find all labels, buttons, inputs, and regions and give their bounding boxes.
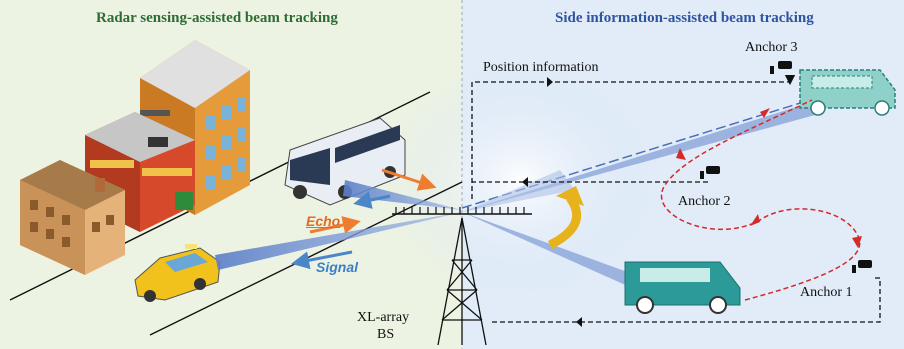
xl-array: [392, 207, 532, 215]
bus: [284, 117, 406, 206]
left-beams: [215, 180, 462, 270]
van-bottom: [624, 261, 741, 314]
left-panel-title: Radar sensing-assisted beam tracking: [96, 10, 338, 26]
van-top: [799, 69, 896, 116]
right-beams: [461, 99, 815, 296]
anchor3-label: Anchor 3: [745, 40, 798, 55]
anchor1-label: Anchor 1: [800, 285, 853, 300]
right-panel-title: Side information-assisted beam tracking: [555, 10, 814, 26]
echo-arrow-taxi: [309, 216, 361, 234]
signal-label: Signal: [316, 259, 359, 275]
trajectory-path: [660, 99, 861, 301]
rotation-arrow: [547, 195, 582, 250]
position-info-label: Position information: [483, 60, 599, 75]
taxi: [134, 244, 221, 302]
building-small: [20, 160, 125, 275]
signal-arrow-taxi: [291, 250, 353, 270]
bs-tower: [437, 217, 487, 346]
echo-label: Echo: [306, 213, 341, 229]
echo-arrow-bus: [381, 168, 437, 191]
camera-icon-anchor3: [770, 61, 792, 74]
bs-label-line2: BS: [377, 327, 395, 342]
position-feedback-lines: [471, 74, 881, 323]
bs-label-line1: XL-array: [357, 310, 410, 325]
camera-icon-anchor1: [852, 260, 872, 273]
anchor2-label: Anchor 2: [678, 194, 731, 209]
signal-arrow-bus: [353, 191, 391, 209]
camera-icon-anchor2: [700, 166, 720, 179]
